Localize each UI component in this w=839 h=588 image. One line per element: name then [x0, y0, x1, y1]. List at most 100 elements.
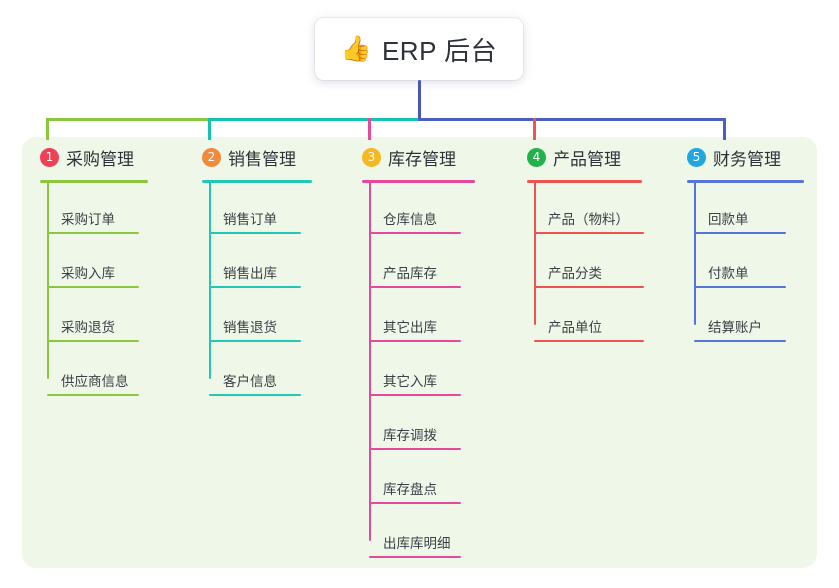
- branch-title: 采购管理: [66, 149, 134, 169]
- branch-spine-4: [534, 181, 536, 325]
- branch-leaf-label: 库存调拨: [383, 428, 437, 443]
- branch-leaf-label: 采购退货: [61, 320, 115, 335]
- branch-leaf-rule: [369, 340, 461, 342]
- branch-leaf[interactable]: 库存盘点: [369, 470, 461, 504]
- branch-leaf[interactable]: 供应商信息: [47, 362, 139, 396]
- branch-number-badge: 3: [362, 147, 381, 167]
- branch-leaf-label: 销售出库: [223, 266, 277, 281]
- branch-drop-3: [368, 118, 371, 140]
- branch-drop-2: [208, 118, 211, 140]
- branch-leaf[interactable]: 产品单位: [534, 308, 644, 342]
- branch-leaf-rule: [47, 286, 139, 288]
- branch-header-rule-1: [40, 180, 148, 183]
- branch-header-5[interactable]: 5 财务管理: [687, 145, 781, 169]
- branch-number-badge: 1: [40, 147, 59, 167]
- branch-leaf-label: 产品分类: [548, 266, 602, 281]
- branch-leaf-rule: [694, 232, 786, 234]
- branch-leaf-rule: [694, 340, 786, 342]
- branch-column-采购管理: 1 采购管理: [40, 145, 134, 169]
- branch-number-badge: 4: [527, 147, 546, 167]
- branch-leaf-rule: [534, 286, 644, 288]
- branch-leaf-label: 付款单: [708, 266, 749, 281]
- branch-leaf[interactable]: 产品（物料）: [534, 200, 644, 234]
- branch-leaf-label: 回款单: [708, 212, 749, 227]
- branch-title: 库存管理: [388, 149, 456, 169]
- branch-leaf-label: 供应商信息: [61, 374, 129, 389]
- branch-leaf-rule: [369, 556, 461, 558]
- branch-header-rule-5: [687, 180, 804, 183]
- branch-leaf-rule: [209, 340, 301, 342]
- branch-leaf-rule: [534, 232, 644, 234]
- branch-leaf[interactable]: 出库库明细: [369, 524, 461, 558]
- branch-leaf-label: 库存盘点: [383, 482, 437, 497]
- branch-leaf[interactable]: 产品分类: [534, 254, 644, 288]
- branch-leaf-label: 出库库明细: [383, 536, 451, 551]
- branch-leaf[interactable]: 结算账户: [694, 308, 786, 342]
- bus-segment-blue: [418, 118, 725, 121]
- branch-title: 销售管理: [228, 149, 296, 169]
- branch-number-badge: 2: [202, 147, 221, 167]
- branch-leaf-rule: [47, 232, 139, 234]
- root-node[interactable]: 👍 ERP 后台: [315, 18, 523, 80]
- branch-leaf[interactable]: 回款单: [694, 200, 786, 234]
- branch-leaf[interactable]: 产品库存: [369, 254, 461, 288]
- branch-leaf-rule: [694, 286, 786, 288]
- branch-spine-1: [47, 181, 49, 379]
- branch-leaf-label: 采购入库: [61, 266, 115, 281]
- branch-leaf[interactable]: 客户信息: [209, 362, 301, 396]
- branch-leaf-label: 仓库信息: [383, 212, 437, 227]
- branch-spine-2: [209, 181, 211, 379]
- branch-leaf[interactable]: 销售订单: [209, 200, 301, 234]
- branch-header-3[interactable]: 3 库存管理: [362, 145, 456, 169]
- branch-leaf[interactable]: 库存调拨: [369, 416, 461, 450]
- branch-leaf-rule: [369, 394, 461, 396]
- branch-title: 财务管理: [713, 149, 781, 169]
- bus-elbow-right: [723, 118, 726, 140]
- branch-leaf-rule: [369, 448, 461, 450]
- branch-leaf[interactable]: 销售退货: [209, 308, 301, 342]
- branch-leaf-label: 客户信息: [223, 374, 277, 389]
- branch-leaf-label: 其它出库: [383, 320, 437, 335]
- branch-leaf-rule: [209, 232, 301, 234]
- branch-leaf-rule: [47, 340, 139, 342]
- branch-header-rule-4: [527, 180, 642, 183]
- branch-column-库存管理: 3 库存管理: [362, 145, 456, 169]
- branch-leaf-label: 产品单位: [548, 320, 602, 335]
- branch-leaf-label: 结算账户: [708, 320, 762, 335]
- branch-leaf[interactable]: 其它出库: [369, 308, 461, 342]
- branch-leaf[interactable]: 销售出库: [209, 254, 301, 288]
- branch-leaf-rule: [369, 286, 461, 288]
- diagram-panel: [22, 137, 817, 568]
- branch-leaf-rule: [369, 502, 461, 504]
- branch-leaf-rule: [369, 232, 461, 234]
- branch-spine-3: [369, 181, 371, 541]
- branch-leaf-label: 销售订单: [223, 212, 277, 227]
- branch-leaf-rule: [47, 394, 139, 396]
- branch-leaf-label: 销售退货: [223, 320, 277, 335]
- branch-leaf-label: 采购订单: [61, 212, 115, 227]
- branch-leaf[interactable]: 采购订单: [47, 200, 139, 234]
- branch-leaf-rule: [534, 340, 644, 342]
- branch-leaf[interactable]: 采购退货: [47, 308, 139, 342]
- branch-header-1[interactable]: 1 采购管理: [40, 145, 134, 169]
- branch-header-rule-2: [202, 180, 312, 183]
- branch-spine-5: [694, 181, 696, 325]
- branch-leaf-rule: [209, 394, 301, 396]
- branch-leaf[interactable]: 其它入库: [369, 362, 461, 396]
- branch-leaf-rule: [209, 286, 301, 288]
- branch-leaf[interactable]: 采购入库: [47, 254, 139, 288]
- branch-leaf-label: 其它入库: [383, 374, 437, 389]
- branch-column-销售管理: 2 销售管理: [202, 145, 296, 169]
- branch-header-2[interactable]: 2 销售管理: [202, 145, 296, 169]
- branch-header-rule-3: [362, 180, 475, 183]
- branch-leaf[interactable]: 仓库信息: [369, 200, 461, 234]
- branch-leaf[interactable]: 付款单: [694, 254, 786, 288]
- root-node-title: ERP 后台: [381, 35, 498, 66]
- bus-segment-green: [46, 118, 210, 121]
- branch-leaf-label: 产品（物料）: [548, 212, 629, 227]
- branch-number-badge: 5: [687, 147, 706, 167]
- branch-drop-4: [533, 118, 536, 140]
